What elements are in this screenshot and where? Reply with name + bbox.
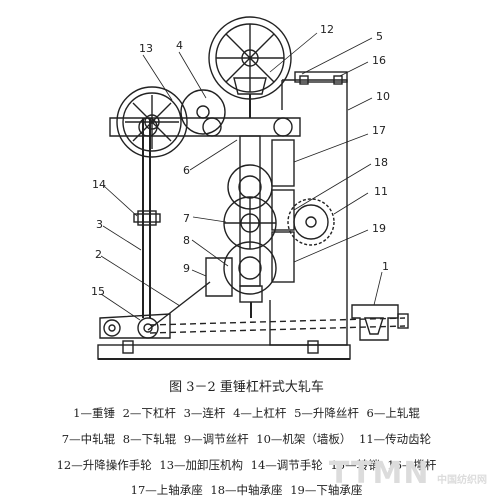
- middle-roller: [223, 196, 277, 250]
- lever-pivot-left: [103, 319, 121, 337]
- brace-rod: [294, 71, 348, 83]
- legend-item: 19—下轴承座: [290, 483, 363, 497]
- weight-hook: [397, 313, 409, 329]
- legend-item: 8—下轧辊: [122, 432, 177, 446]
- callout-11: 11: [374, 185, 388, 198]
- callout-15: 15: [91, 285, 105, 298]
- machine-diagram: 13 4 12 5 16 10 17 18 11 19 1 6 7 8 9 14…: [91, 16, 409, 360]
- legend-item: 11—传动齿轮: [359, 432, 432, 446]
- legend-item: 17—上轴承座: [130, 483, 203, 497]
- callout-7: 7: [183, 212, 190, 225]
- callout-5: 5: [376, 30, 383, 43]
- callout-8: 8: [183, 234, 190, 247]
- callout-9: 9: [183, 262, 190, 275]
- legend-line-2: 7—中轧辊 8—下轧辊 9—调节丝杆 10—机架（墙板） 11—传动齿轮: [0, 431, 493, 447]
- adjust-handwheel-hub: [137, 210, 157, 226]
- pivot-pin: [137, 317, 159, 339]
- legend-item: 9—调节丝杆: [183, 432, 249, 446]
- legend-item: 4—上杠杆: [233, 406, 287, 420]
- upper-lever: [109, 117, 301, 137]
- watermark: TTMN 中国纺织网: [329, 456, 487, 491]
- cam-wheel: [180, 89, 226, 135]
- upper-lever-pin-right: [273, 117, 293, 137]
- callout-1: 1: [382, 260, 389, 273]
- legend-item: 14—调节手轮: [250, 458, 323, 472]
- callout-3: 3: [96, 218, 103, 231]
- watermark-site: 中国纺织网: [437, 475, 487, 486]
- legend-item: 13—加卸压机构: [159, 458, 244, 472]
- lower-lever-base: [99, 313, 171, 339]
- cam-wheel-hub: [196, 105, 210, 119]
- legend-line-4: 17—上轴承座 18—中轴承座 19—下轴承座: [0, 482, 493, 498]
- drive-gear: [287, 198, 335, 246]
- callout-2: 2: [95, 248, 102, 261]
- weight: [351, 304, 399, 341]
- lower-bearing-block: [271, 231, 295, 283]
- legend-item: 18—中轴承座: [210, 483, 283, 497]
- legend-item: 1—重锤: [73, 406, 115, 420]
- adjust-handwheel: [133, 213, 161, 223]
- legend-line-1: 1—重锤 2—下杠杆 3—连杆 4—上杠杆 5—升降丝杆 6—上轧辊: [0, 405, 493, 421]
- lever-pivot-left-center: [108, 324, 116, 332]
- legend-line-3: 12—升降操作手轮 13—加卸压机构 14—调节手轮 15—转销 16—撑杆: [0, 457, 493, 473]
- figure-caption: 图 3－2 重锤杠杆式大轧车: [169, 380, 324, 395]
- brace-nut-1: [299, 75, 309, 85]
- lifting-handwheel: [208, 16, 292, 100]
- lower-lever-dashed: [149, 317, 406, 326]
- callout-10: 10: [376, 90, 390, 103]
- callout-4: 4: [176, 39, 183, 52]
- base-plate: [97, 344, 351, 360]
- legend-item: 12—升降操作手轮: [56, 458, 152, 472]
- callout-17: 17: [372, 124, 386, 137]
- pivot-pin-center: [143, 323, 153, 333]
- lower-lever-dashed-2: [149, 325, 406, 334]
- leader-lines: [100, 32, 383, 321]
- callout-19: 19: [372, 222, 386, 235]
- lower-roller: [223, 241, 277, 295]
- legend-item: 16—撑杆: [387, 458, 437, 472]
- weight-inner: [364, 317, 384, 335]
- callout-16: 16: [372, 54, 386, 67]
- legend-item: 6—上轧辊: [366, 406, 420, 420]
- callout-14: 14: [92, 178, 106, 191]
- callout-labels: 13 4 12 5 16 10 17 18 11 19 1 6 7 8 9 14…: [91, 23, 390, 298]
- legend-item: 7—中轧辊: [61, 432, 116, 446]
- legend-item: 10—机架（墙板）: [256, 432, 352, 446]
- callout-13: 13: [139, 42, 153, 55]
- legend-item: 2—下杠杆: [122, 406, 176, 420]
- callout-12: 12: [320, 23, 334, 36]
- bevel-gear: [233, 77, 267, 95]
- legend-item: 5—升降丝杆: [294, 406, 359, 420]
- base-bolt-left: [122, 340, 134, 354]
- frame-wall-plate: [269, 79, 348, 346]
- legend-item: 15—转销: [330, 458, 380, 472]
- watermark-brand: TTMN: [328, 456, 430, 491]
- callout-6: 6: [183, 164, 190, 177]
- upper-bearing-block: [271, 139, 295, 187]
- brace-nut-2: [333, 75, 343, 85]
- pressure-wheel: [116, 86, 188, 158]
- adjusting-screw-block: [205, 257, 233, 297]
- lower-lever-arm: [147, 281, 211, 331]
- legend-item: 3—连杆: [183, 406, 226, 420]
- upper-lever-pin-mid: [202, 117, 222, 137]
- callout-18: 18: [374, 156, 388, 169]
- base-bolt-right: [307, 340, 319, 354]
